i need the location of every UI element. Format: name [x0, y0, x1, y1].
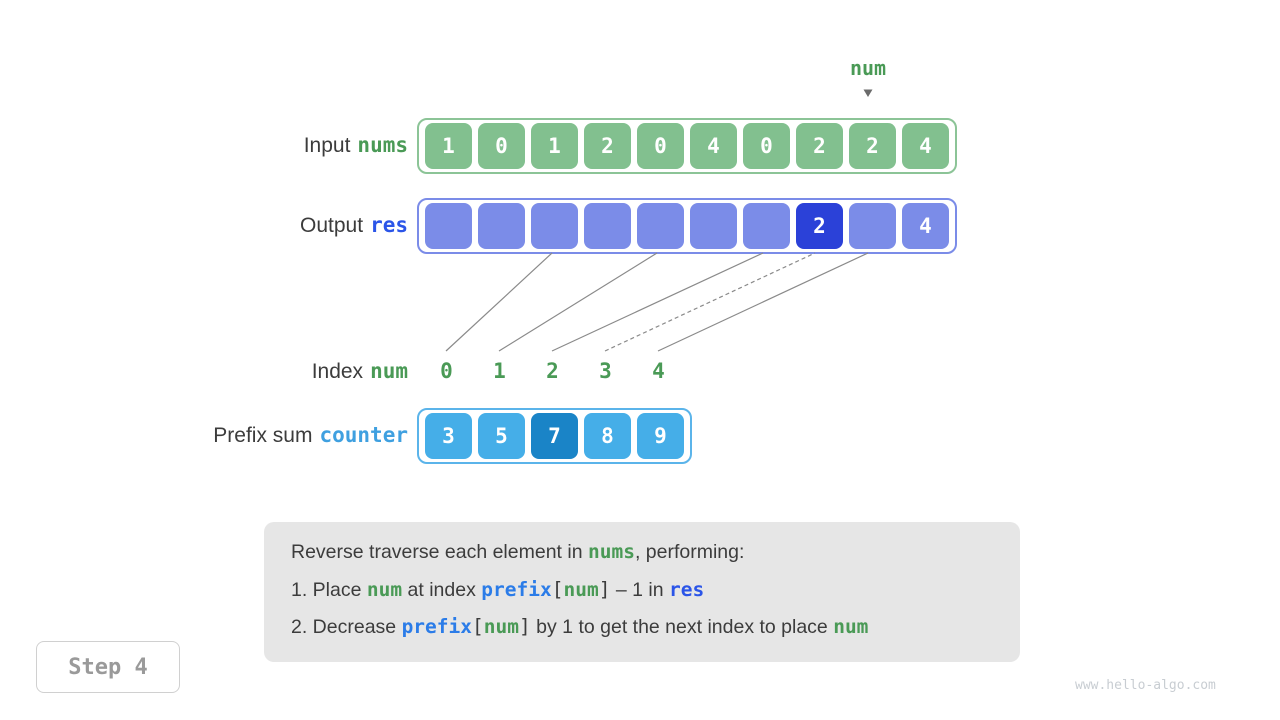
caption-l3-t1: 2. Decrease: [291, 616, 402, 638]
prefix-cell-3[interactable]: 8: [584, 413, 631, 459]
output-cell-3[interactable]: [584, 203, 631, 249]
step-badge: Step 4: [36, 641, 180, 693]
index-number-2: 2: [546, 359, 559, 383]
caption-l3-bracket-open: [: [472, 615, 484, 638]
connector-line-0: [445, 252, 553, 352]
output-cell-9[interactable]: 4: [902, 203, 949, 249]
input-cell-5[interactable]: 4: [690, 123, 737, 169]
caption-l1-t1: Reverse traverse each element in: [291, 541, 588, 563]
index-number-4: 4: [652, 359, 665, 383]
index-number-3: 3: [599, 359, 612, 383]
caption-l3-num-index: num: [483, 615, 519, 638]
input-cell-9[interactable]: 4: [902, 123, 949, 169]
prefix-cell-2-highlighted[interactable]: 7: [531, 413, 578, 459]
caption-l3-bracket-close: ]: [519, 615, 531, 638]
caption-l2-bracket-close: ]: [598, 577, 611, 601]
caption-l1-t2: , performing:: [634, 541, 745, 563]
connector-line-2: [551, 252, 764, 352]
connector-line-4: [657, 252, 869, 352]
caption-line-3: 2. Decrease prefix[num] by 1 to get the …: [291, 617, 994, 638]
output-cell-6[interactable]: [743, 203, 790, 249]
prefix-cell-1[interactable]: 5: [478, 413, 525, 459]
index-var-name: num: [370, 359, 408, 383]
caption-l2-num: num: [366, 577, 403, 601]
chevron-down-icon: [828, 86, 908, 100]
output-var-name: res: [370, 213, 408, 237]
index-number-row: 0 1 2 3 4: [420, 361, 685, 382]
index-row-label: Index num: [140, 359, 408, 383]
caption-l3-prefix: prefix: [401, 615, 473, 638]
output-cell-0[interactable]: [425, 203, 472, 249]
index-number-0: 0: [440, 359, 453, 383]
output-cell-2[interactable]: [531, 203, 578, 249]
caption-l2-num-index: num: [563, 577, 599, 601]
prefix-var-name: counter: [319, 423, 408, 447]
output-cell-4[interactable]: [637, 203, 684, 249]
prefix-sum-array: 3 5 7 8 9: [417, 408, 692, 464]
watermark: www.hello-algo.com: [1075, 678, 1216, 693]
output-row-label: Output res: [140, 213, 408, 237]
caption-l2-res: res: [669, 577, 705, 601]
index-number-1: 1: [493, 359, 506, 383]
input-cell-3[interactable]: 2: [584, 123, 631, 169]
caption-l2-t3: – 1 in: [610, 578, 669, 601]
caption-line-2: 1. Place num at index prefix[num] – 1 in…: [291, 577, 994, 601]
output-cell-1[interactable]: [478, 203, 525, 249]
num-pointer: num: [828, 58, 908, 100]
input-cell-1[interactable]: 0: [478, 123, 525, 169]
caption-l3-num: num: [833, 615, 869, 638]
input-cell-2[interactable]: 1: [531, 123, 578, 169]
output-array: 2 4: [417, 198, 957, 254]
prefix-cell-4[interactable]: 9: [637, 413, 684, 459]
caption-l2-t2: at index: [402, 578, 482, 601]
caption-l2-bracket-open: [: [551, 577, 564, 601]
input-cell-8[interactable]: 2: [849, 123, 896, 169]
input-cell-0[interactable]: 1: [425, 123, 472, 169]
caption-l2-t1: 1. Place: [291, 578, 367, 601]
output-cell-8[interactable]: [849, 203, 896, 249]
connector-line-3: [604, 252, 816, 352]
input-cell-6[interactable]: 0: [743, 123, 790, 169]
output-cell-5[interactable]: [690, 203, 737, 249]
output-cell-7-highlighted[interactable]: 2: [796, 203, 843, 249]
prefix-label-text: Prefix sum: [213, 424, 313, 447]
caption-l3-t2: by 1 to get the next index to place: [530, 616, 834, 638]
prefix-row-label: Prefix sum counter: [120, 423, 408, 447]
caption-box: Reverse traverse each element in nums, p…: [264, 522, 1020, 662]
connector-line-1: [498, 252, 658, 352]
input-label-text: Input: [303, 134, 351, 157]
caption-line-1: Reverse traverse each element in nums, p…: [291, 542, 994, 563]
input-row-label: Input nums: [140, 133, 408, 157]
input-var-name: nums: [357, 133, 408, 157]
input-cell-7[interactable]: 2: [796, 123, 843, 169]
caption-l2-prefix: prefix: [481, 577, 552, 601]
num-pointer-label: num: [849, 56, 887, 80]
prefix-cell-0[interactable]: 3: [425, 413, 472, 459]
index-label-text: Index: [311, 360, 364, 383]
caption-l1-nums: nums: [587, 540, 635, 563]
output-label-text: Output: [300, 214, 364, 237]
input-array: 1 0 1 2 0 4 0 2 2 4: [417, 118, 957, 174]
input-cell-4[interactable]: 0: [637, 123, 684, 169]
